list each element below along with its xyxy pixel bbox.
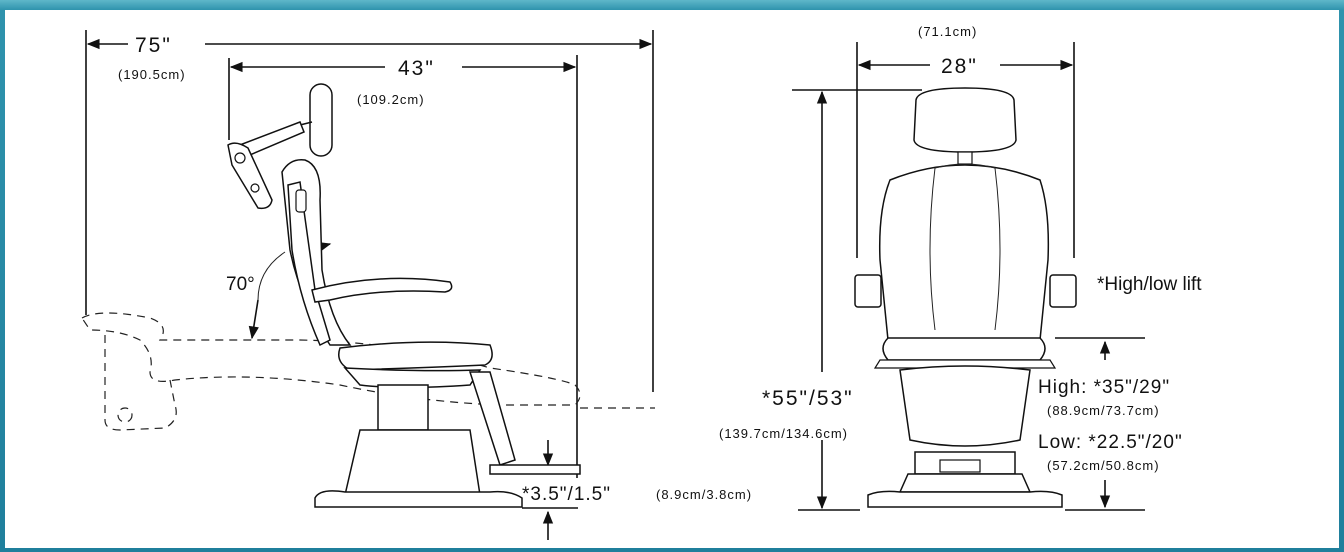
recline-angle-label: 70° xyxy=(226,274,255,295)
recline-angle-arc xyxy=(257,251,286,301)
width-cm-label: (71.1cm) xyxy=(918,24,977,39)
reclined-knob-outline xyxy=(117,407,133,423)
backrest-seam-right xyxy=(994,167,1001,331)
side-armrest xyxy=(311,277,453,303)
headrest-bracket xyxy=(227,142,273,210)
overall-length-cm-label: (190.5cm) xyxy=(118,67,186,82)
overall-height-label: *55"/53" xyxy=(762,387,854,410)
side-seat xyxy=(338,341,493,371)
side-headrest xyxy=(309,83,333,157)
side-footrest xyxy=(489,464,581,475)
side-legrest xyxy=(468,371,516,466)
front-view-chair-drawing xyxy=(854,87,1077,508)
diagram-panel xyxy=(5,10,1339,548)
side-view-chair-drawing xyxy=(81,83,655,508)
width-label: 28" xyxy=(941,55,978,78)
high-lift-label: High: *35"/29" xyxy=(1038,377,1170,398)
footrest-height-label: *3.5"/1.5" xyxy=(522,484,611,505)
front-headrest xyxy=(913,87,1017,153)
headrest-post xyxy=(957,151,973,165)
reclined-outline xyxy=(81,312,581,406)
front-view-dimensions: (71.1cm) 28" *55"/53" (139.7cm/134.6cm) … xyxy=(719,24,1202,511)
side-view-dimensions: 75" (190.5cm) 43" (109.2cm) 70° *3.5"/1.… xyxy=(85,30,752,540)
overall-height-cm-label: (139.7cm/134.6cm) xyxy=(719,426,848,441)
side-backrest-panel xyxy=(287,181,331,347)
front-armrest-right xyxy=(1049,274,1077,308)
low-lift-label: Low: *22.5"/20" xyxy=(1038,432,1183,453)
reclined-headrest-outline xyxy=(104,335,177,431)
front-pedestal xyxy=(898,473,1032,493)
footrest-height-cm-label: (8.9cm/3.8cm) xyxy=(656,487,752,502)
high-lift-cm-label: (88.9cm/73.7cm) xyxy=(1047,403,1160,418)
side-pedestal xyxy=(344,429,481,496)
side-base-plate xyxy=(314,490,523,508)
front-backrest xyxy=(878,164,1050,341)
front-armrest-left xyxy=(854,274,882,308)
front-legrest xyxy=(899,365,1031,447)
recline-angle-arrow xyxy=(248,299,259,340)
low-lift-cm-label: (57.2cm/50.8cm) xyxy=(1047,458,1160,473)
side-column xyxy=(377,384,429,431)
upright-length-label: 43" xyxy=(398,57,435,80)
front-base-plate xyxy=(867,490,1063,508)
lift-note-label: *High/low lift xyxy=(1097,274,1202,295)
front-seat xyxy=(882,337,1046,361)
upright-length-cm-label: (109.2cm) xyxy=(357,92,425,107)
backrest-seam-left xyxy=(929,167,936,331)
overall-length-label: 75" xyxy=(135,34,172,57)
